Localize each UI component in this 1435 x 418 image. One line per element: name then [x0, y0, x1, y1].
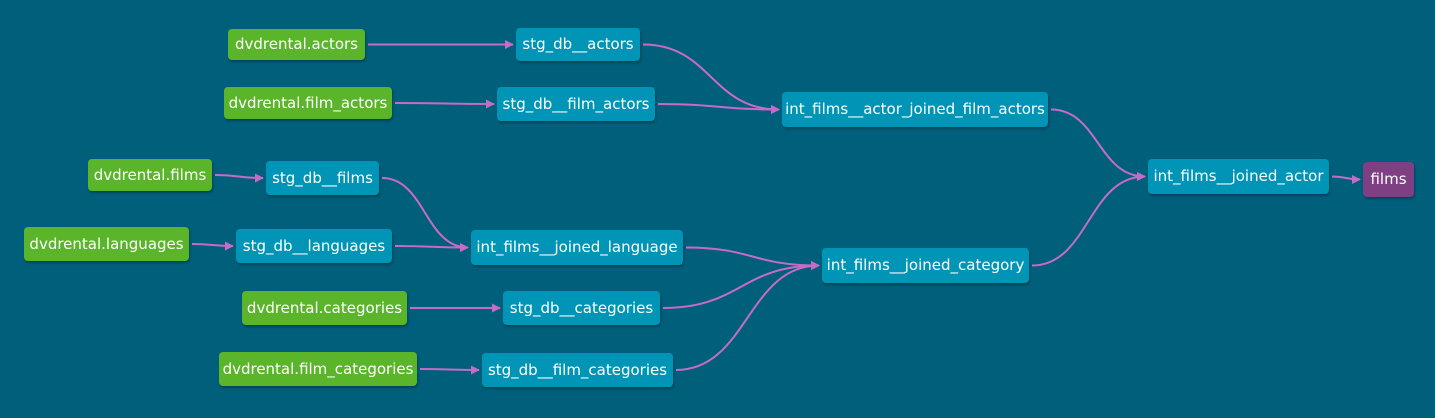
edge-int_joined_language-to-int_joined_category: [685, 246, 820, 270]
model-node-stg-db-film-categories[interactable]: stg_db__film_categories: [482, 353, 673, 387]
model-node-int-films-actor-joined-film-actors[interactable]: int_films__actor_joined_film_actors: [782, 92, 1048, 127]
model-node-stg-db-actors[interactable]: stg_db__actors: [516, 28, 640, 61]
edge-stg_film_actors-to-int_actor_joined_film_actors: [657, 103, 780, 114]
edge-src_languages-to-stg_languages: [191, 241, 234, 251]
edge-src_film_actors-to-stg_film_actors: [394, 99, 495, 109]
edge-int_joined_actor-to-films: [1331, 174, 1361, 184]
edge-stg_categories-to-int_joined_category: [662, 261, 820, 309]
edge-src_films-to-stg_films: [214, 173, 264, 183]
model-node-int-films-joined-category[interactable]: int_films__joined_category: [822, 248, 1029, 283]
model-node-int-films-joined-actor[interactable]: int_films__joined_actor: [1148, 159, 1329, 194]
edge-stg_actors-to-int_actor_joined_film_actors: [642, 43, 780, 114]
edge-src_film_categories-to-stg_film_categories: [419, 365, 480, 375]
source-node-dvdrental-film-actors[interactable]: dvdrental.film_actors: [224, 87, 392, 119]
model-node-stg-db-categories[interactable]: stg_db__categories: [503, 291, 660, 325]
edge-stg_languages-to-int_joined_language: [394, 242, 469, 252]
model-node-stg-db-film-actors[interactable]: stg_db__film_actors: [497, 87, 655, 121]
source-node-dvdrental-languages[interactable]: dvdrental.languages: [24, 227, 189, 261]
edge-int_actor_joined_film_actors-to-int_joined_actor: [1050, 108, 1146, 181]
source-node-dvdrental-actors[interactable]: dvdrental.actors: [228, 29, 365, 60]
edge-stg_film_categories-to-int_joined_category: [675, 261, 820, 371]
exposure-node-films[interactable]: films: [1363, 162, 1414, 197]
source-node-dvdrental-films[interactable]: dvdrental.films: [88, 159, 212, 191]
model-node-stg-db-languages[interactable]: stg_db__languages: [236, 229, 392, 263]
edge-int_joined_category-to-int_joined_actor: [1031, 172, 1146, 267]
source-node-dvdrental-film-categories[interactable]: dvdrental.film_categories: [219, 352, 417, 386]
source-node-dvdrental-categories[interactable]: dvdrental.categories: [242, 291, 407, 325]
model-node-int-films-joined-language[interactable]: int_films__joined_language: [471, 230, 683, 265]
edge-stg_films-to-int_joined_language: [381, 177, 469, 252]
model-node-stg-db-films[interactable]: stg_db__films: [266, 161, 379, 195]
